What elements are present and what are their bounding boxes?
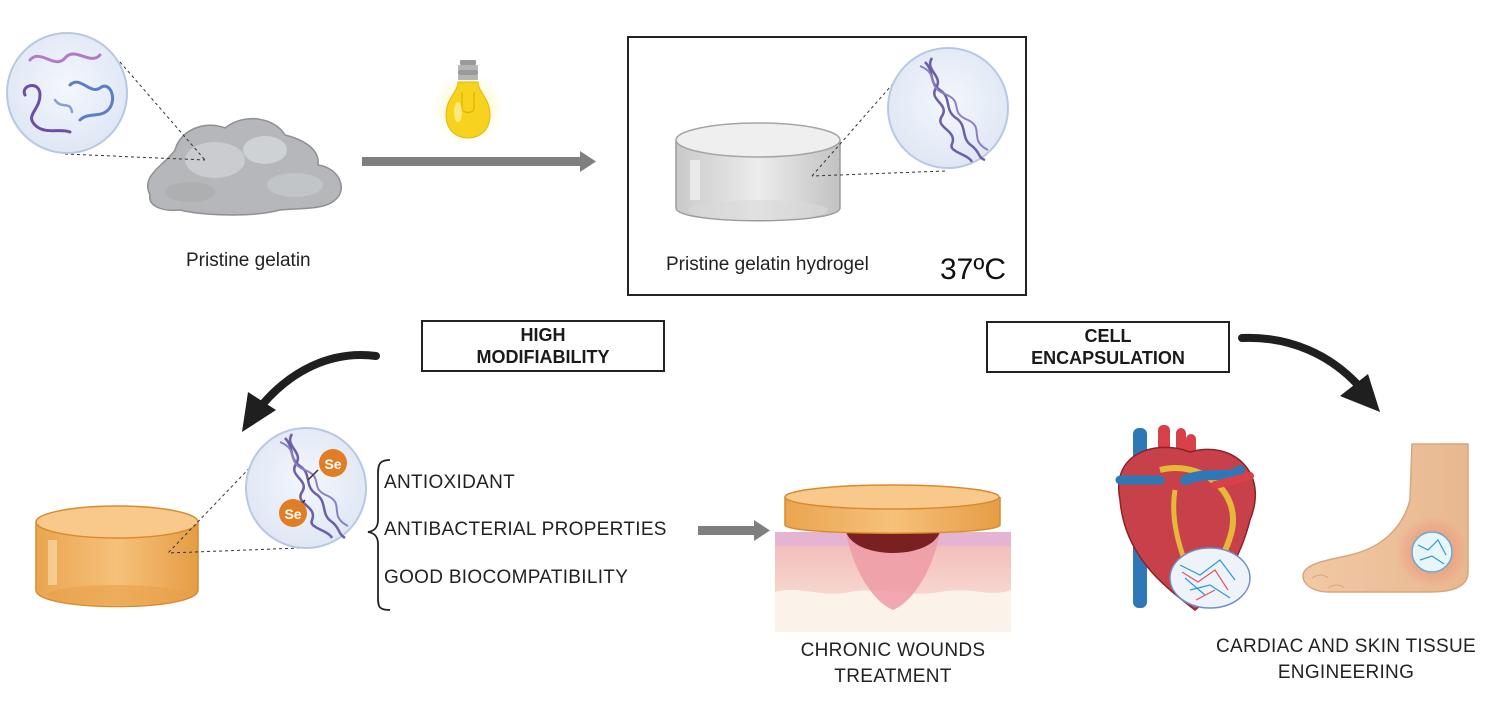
hydrogel-cylinder-icon (675, 122, 841, 222)
tissue-caption-line-2: ENGINEERING (1277, 662, 1415, 683)
high-modifiability-line-2: MODIFIABILITY (476, 347, 610, 367)
hydrogel-frame (627, 36, 1027, 296)
cell-encapsulation-box: CELL ENCAPSULATION (986, 321, 1230, 373)
property-biocompatibility: GOOD BIOCOMPATIBILITY (384, 567, 629, 588)
treatment-arrow (698, 520, 770, 541)
property-antioxidant: ANTIOXIDANT (384, 472, 516, 493)
cell-encapsulation-line-2: ENCAPSULATION (1031, 348, 1185, 368)
wounds-caption-line-2: TREATMENT (834, 666, 952, 687)
wounds-caption-line-1: CHRONIC WOUNDS (800, 640, 986, 661)
temperature-label: 37ºC (940, 253, 1006, 286)
heart-icon (1115, 425, 1256, 611)
crosslinked-zoom-icon (811, 47, 1009, 177)
high-modifiability-box: HIGH MODIFIABILITY (421, 320, 665, 372)
wound-dressing-icon (775, 484, 1011, 632)
foot-icon (1302, 443, 1469, 593)
selenium-label-2: Se (284, 506, 301, 522)
cell-encapsulation-line-1: CELL (1084, 326, 1132, 346)
gelatin-blob-icon (147, 117, 342, 216)
pristine-gelatin-label: Pristine gelatin (186, 250, 311, 271)
tissue-caption: CARDIAC AND SKIN TISSUE ENGINEERING (1196, 634, 1496, 686)
modified-hydrogel-icon (35, 505, 199, 608)
selenium-label-1: Se (324, 456, 341, 472)
light-bulb-icon (432, 60, 504, 144)
process-arrow (362, 151, 596, 172)
pristine-hydrogel-label: Pristine gelatin hydrogel (666, 254, 869, 275)
tissue-caption-line-1: CARDIAC AND SKIN TISSUE (1216, 636, 1476, 657)
property-antibacterial: ANTIBACTERIAL PROPERTIES (384, 519, 667, 540)
curved-arrow-left (242, 351, 380, 432)
curved-arrow-right (1238, 333, 1380, 412)
wounds-caption: CHRONIC WOUNDS TREATMENT (773, 638, 1013, 690)
random-coil-zoom-icon (6, 32, 206, 161)
property-brace (367, 459, 391, 611)
high-modifiability-line-1: HIGH (520, 325, 566, 345)
selenium-zoom-icon (167, 427, 367, 554)
